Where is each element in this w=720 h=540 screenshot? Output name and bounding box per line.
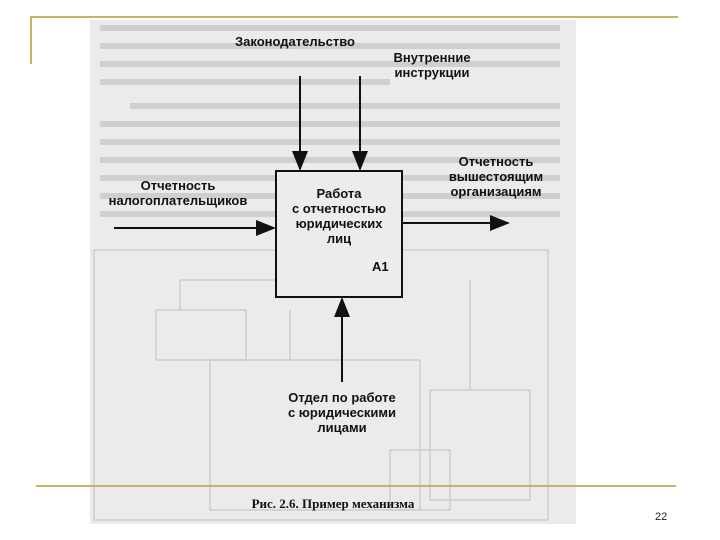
control-label-legislation: Законодательство: [235, 34, 355, 49]
figure-caption: Рис. 2.6. Пример механизма: [251, 496, 415, 511]
activity-box: [275, 170, 403, 298]
slide-frame-left-line: [30, 16, 32, 64]
output-label: Отчетность вышестоящим организациям: [448, 154, 544, 199]
page-number: 22: [655, 511, 668, 523]
activity-id: А1: [372, 259, 389, 274]
slide-frame-top-line: [32, 16, 678, 18]
mechanism-label: Отдел по работе с юридическими лицами: [287, 390, 397, 435]
activity-title: Работа с отчетностью юридических лиц: [291, 186, 387, 246]
scanned-diagram-image: Законодательство Внутренние инструкции О…: [90, 20, 576, 524]
control-label-instructions: Внутренние инструкции: [393, 50, 471, 80]
idef0-diagram: [93, 25, 560, 521]
slide-frame-bottom-line: [36, 485, 676, 487]
input-label: Отчетность налогоплательщиков: [108, 178, 248, 208]
